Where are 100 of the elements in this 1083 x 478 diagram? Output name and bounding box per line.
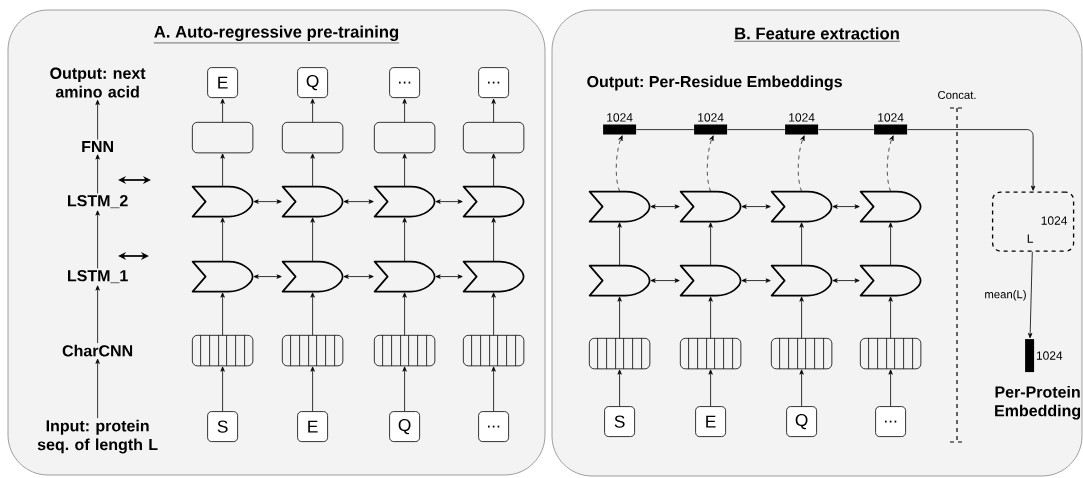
token-box: Q: [389, 411, 420, 442]
arrow: [799, 369, 804, 407]
arrow: [799, 296, 804, 339]
arrow: [888, 222, 893, 266]
arrow: [402, 153, 407, 187]
arrow: [617, 369, 622, 407]
arrow: [832, 278, 860, 283]
embedding-bar: [603, 124, 637, 135]
dimension-label: 1024: [878, 113, 904, 122]
node-label: Per-Protein Embedding: [995, 385, 1081, 420]
arrow: [343, 274, 374, 279]
arrow: [220, 98, 225, 123]
lstm-cell: [462, 185, 525, 218]
lstm-cell: [281, 260, 344, 293]
arrow: [95, 99, 100, 140]
arrow: [253, 274, 282, 279]
arrow: [832, 204, 860, 209]
layer-label: LSTM_2: [68, 195, 128, 209]
lstm-cell: [770, 190, 833, 223]
arrow: [95, 210, 100, 269]
lstm-cell: [859, 190, 922, 223]
lstm-cell: [679, 190, 742, 223]
token-box: E: [297, 411, 328, 442]
lstm-cell: [191, 185, 254, 218]
lstm-cell: [588, 264, 651, 297]
lstm-cell: [462, 260, 525, 293]
fnn-box: [191, 121, 254, 154]
arrow: [741, 278, 771, 283]
arrow: [886, 135, 894, 192]
token-box: S: [207, 411, 238, 442]
layer-label: Input: protein seq. of length L: [37, 419, 158, 454]
layer-label: LSTM_1: [68, 270, 128, 284]
arrow: [1028, 251, 1033, 339]
panel-title: B. Feature extraction: [733, 27, 901, 42]
charcnn-block: [859, 337, 922, 370]
token-box: S: [604, 406, 635, 437]
arrow: [310, 217, 315, 262]
arrow: [402, 217, 407, 262]
arrow: [95, 285, 100, 344]
charcnn-block: [770, 337, 833, 370]
arrow: [491, 153, 496, 187]
arrow: [706, 135, 714, 192]
arrow: [799, 222, 804, 266]
lstm-cell: [770, 264, 833, 297]
arrow: [402, 98, 407, 123]
arrow: [617, 296, 622, 339]
lstm-cell: [859, 264, 922, 297]
embedding-bar: [785, 124, 819, 135]
arrow: [220, 153, 225, 187]
arrow: [343, 199, 374, 204]
token-box: ...: [875, 406, 906, 437]
dimension-label: 1024: [607, 113, 633, 122]
arrow: [708, 369, 713, 407]
token-box: Q: [786, 406, 817, 437]
layer-label: Output: next amino acid: [50, 67, 146, 98]
arrow: [435, 274, 463, 279]
arrow: [491, 98, 496, 123]
arrow: [797, 135, 805, 192]
charcnn-block: [191, 334, 254, 367]
token-box: ...: [478, 411, 509, 442]
arrow: [310, 366, 315, 412]
arrow: [220, 366, 225, 412]
token-box: Q: [297, 67, 328, 98]
dimension-label: 1024: [698, 113, 724, 122]
charcnn-block: [588, 337, 651, 370]
embedding-bar: [694, 124, 728, 135]
token-box: E: [207, 67, 238, 98]
lstm-cell: [588, 190, 651, 223]
arrow: [95, 154, 100, 194]
arrow: [402, 366, 407, 412]
arrow: [708, 222, 713, 266]
dimension-label: 1024: [789, 113, 815, 122]
arrow: [741, 204, 771, 209]
arrow: [310, 153, 315, 187]
arrow: [906, 129, 1036, 191]
lstm-cell: [191, 260, 254, 293]
arrow: [888, 369, 893, 407]
charcnn-block: [281, 334, 344, 367]
arrow: [708, 296, 713, 339]
arrow: [888, 296, 893, 339]
token-box: ...: [389, 67, 420, 98]
panel: [551, 9, 1083, 477]
charcnn-block: [679, 337, 742, 370]
arrow: [491, 292, 496, 336]
token-box: E: [695, 406, 726, 437]
arrow: [95, 358, 100, 419]
matrix-box: [991, 191, 1075, 252]
bracket-label: Concat.: [938, 91, 976, 99]
charcnn-block: [373, 334, 436, 367]
fnn-box: [281, 121, 344, 154]
arrow: [650, 204, 680, 209]
arrow: [617, 222, 622, 266]
token-box: ...: [478, 67, 509, 98]
fnn-box: [462, 121, 525, 154]
arrow: [491, 366, 496, 412]
arrow: [220, 217, 225, 262]
lstm-cell: [373, 185, 436, 218]
dimension-label: L: [1027, 234, 1034, 243]
arrow: [310, 98, 315, 123]
lstm-cell: [373, 260, 436, 293]
